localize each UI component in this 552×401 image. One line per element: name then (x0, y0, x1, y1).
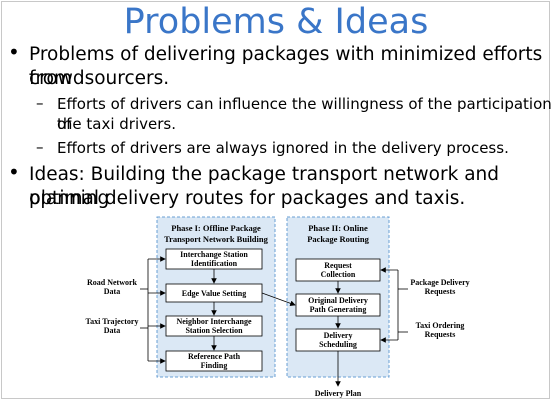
step-original-path-line1: Original Delivery (308, 296, 368, 305)
sub-bullet-efforts-line1: Efforts of drivers can influence the wil… (57, 95, 552, 133)
bullet-ideas-line1: Ideas: Building the package transport ne… (29, 164, 499, 209)
input-taxi-trajectory-line2: Data (104, 326, 120, 335)
input-road-network-line2: Data (104, 287, 120, 296)
phase2-title-line2: Package Routing (307, 234, 369, 244)
step-request-collection-line1: Request (324, 261, 352, 270)
step-interchange-station-line2: Identification (191, 259, 238, 268)
output-delivery-plan: Delivery Plan (315, 389, 362, 398)
input-taxi-ordering-line1: Taxi Ordering (416, 321, 465, 330)
step-delivery-scheduling-line2: Scheduling (319, 340, 357, 349)
step-edge-value-line1: Edge Value Setting (182, 289, 246, 298)
bullet-problems-line2: crowdsourcers. (29, 68, 170, 89)
step-original-path-line2: Path Generating (310, 305, 367, 314)
phase1-title-line2: Transport Network Building (164, 234, 268, 244)
input-taxi-ordering-line2: Requests (425, 330, 456, 339)
step-reference-path-line2: Finding (201, 361, 228, 370)
phase2-title-line1: Phase II: Online (308, 223, 368, 233)
step-neighbor-selection-line2: Station Selection (185, 326, 243, 335)
bullet-dot: • (8, 40, 20, 64)
sub-bullet-efforts-line2: the taxi drivers. (57, 115, 176, 133)
step-neighbor-selection-line1: Neighbor Interchange (176, 317, 251, 326)
step-reference-path-line1: Reference Path (188, 352, 241, 361)
phase1-title-line1: Phase I: Offline Package (171, 223, 261, 233)
step-request-collection-line2: Collection (321, 270, 356, 279)
input-package-requests-line1: Package Delivery (410, 278, 469, 287)
sub-bullet-dash: – (36, 138, 44, 156)
sub-bullet-dash: – (36, 94, 44, 112)
input-road-network-line1: Road Network (87, 278, 138, 287)
bullet-problems-line1: Problems of delivering packages with min… (29, 44, 543, 89)
bullet-ideas-line2: optimal delivery routes for packages and… (29, 188, 466, 209)
step-interchange-station-line1: Interchange Station (180, 250, 248, 259)
step-reference-path-box (165, 350, 263, 372)
slide-title: Problems & Ideas (123, 2, 429, 42)
sub-bullet-ignored-line1: Efforts of drivers are always ignored in… (57, 139, 509, 157)
bullet-dot: • (8, 160, 20, 184)
input-taxi-trajectory-line1: Taxi Trajectory (86, 317, 139, 326)
input-package-requests-line2: Requests (425, 287, 456, 296)
step-delivery-scheduling-line1: Delivery (324, 331, 353, 340)
